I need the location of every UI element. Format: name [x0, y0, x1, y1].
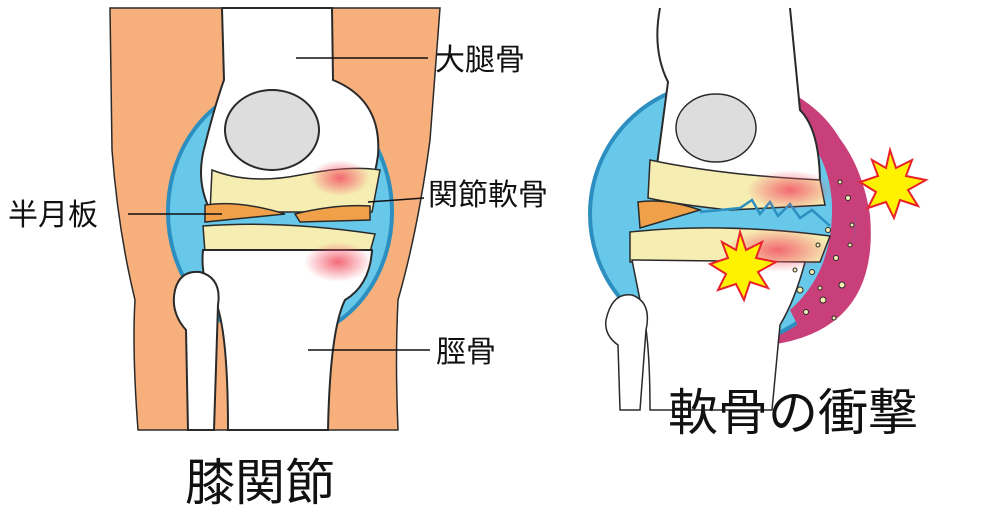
patella-damaged: [675, 93, 757, 163]
pain-glow: [310, 160, 370, 196]
fibula-bone: [172, 270, 220, 431]
meniscus-right: [293, 204, 371, 223]
right-knee: 軟骨の衝撃: [588, 7, 929, 442]
label-meniscus: 半月板: [8, 198, 98, 233]
cartilage-crack: [699, 198, 831, 227]
impact-burst-icon: [857, 146, 929, 221]
synovium-band: [780, 92, 857, 330]
title-right: 軟骨の衝撃: [668, 384, 918, 442]
cartilage-debris: [792, 179, 855, 321]
femur-bone-damaged: [653, 7, 822, 187]
label-tibia: 脛骨: [436, 335, 496, 370]
meniscus-damaged: [637, 200, 703, 229]
pain-glow: [304, 242, 372, 282]
label-cartilage: 関節軟骨: [428, 178, 548, 213]
title-left: 膝関節: [185, 454, 335, 512]
pain-glow: [746, 170, 834, 210]
patella: [224, 89, 320, 171]
leader-line-cartilage: [367, 197, 425, 203]
left-knee: 大腿骨 関節軟骨 半月板 脛骨 膝関節: [8, 7, 548, 512]
fibula-bone-damaged: [605, 293, 649, 411]
label-femur: 大腿骨: [435, 43, 525, 78]
meniscus: [204, 202, 286, 223]
impact-burst-icon: [707, 228, 779, 303]
